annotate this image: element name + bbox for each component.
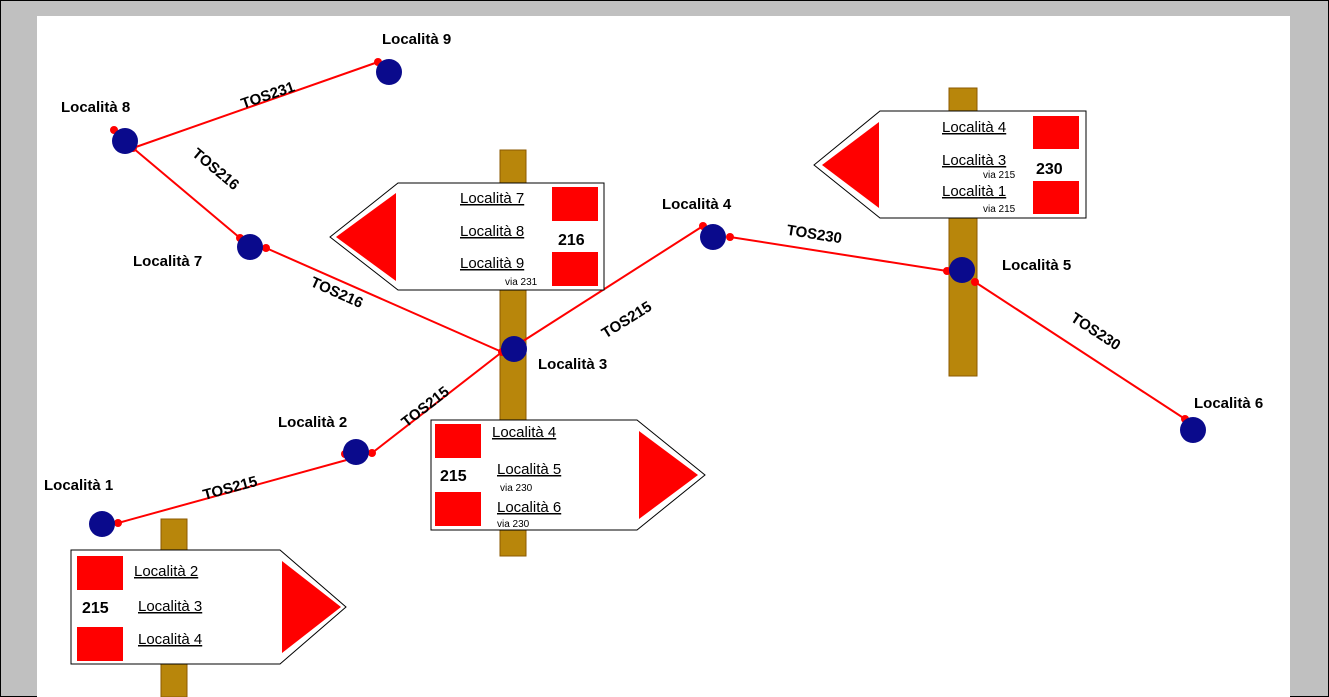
sign-board: [70, 549, 347, 665]
sign-destination[interactable]: Località 8: [460, 223, 524, 240]
link-endpoint: [726, 233, 734, 241]
red-marker: [1033, 181, 1079, 214]
road-link-1-2: [117, 452, 373, 524]
link-endpoint: [971, 278, 979, 286]
sign-road-number: 215: [82, 600, 109, 617]
location-label-9: Località 9: [382, 31, 451, 48]
red-marker: [435, 424, 481, 458]
location-node-4[interactable]: [700, 224, 726, 250]
location-node-2[interactable]: [343, 439, 369, 465]
sign-destination[interactable]: Località 4: [492, 424, 556, 441]
sign-road-number: 230: [1036, 161, 1063, 178]
sign-arrow-left: [336, 193, 396, 281]
sign-board: [813, 110, 1087, 219]
sign-destination[interactable]: Località 6: [497, 499, 561, 516]
red-marker: [435, 492, 481, 526]
link-endpoint: [114, 519, 122, 527]
sign-destination[interactable]: Località 7: [460, 190, 524, 207]
sign-arrow-right: [639, 431, 698, 519]
location-label-1: Località 1: [44, 477, 113, 494]
sign-via: via 230: [497, 519, 530, 530]
location-node-7[interactable]: [237, 234, 263, 260]
direction-sign-3-left: Località 7 Località 8 Località 9 via 231…: [329, 182, 605, 291]
sign-via: via 230: [500, 483, 533, 494]
location-label-4: Località 4: [662, 196, 732, 213]
location-label-6: Località 6: [1194, 395, 1263, 412]
road-link-3-4: [519, 225, 704, 344]
location-node-3[interactable]: [501, 336, 527, 362]
road-link-5-6: [974, 281, 1186, 420]
sign-destination[interactable]: Località 5: [497, 461, 561, 478]
sign-road-number: 216: [558, 232, 585, 249]
red-marker: [552, 252, 598, 286]
sign-board: [430, 419, 706, 531]
road-links: [117, 61, 1186, 524]
link-endpoint: [943, 267, 951, 275]
road-label-1-2: TOS215: [201, 473, 259, 504]
sign-arrow-left: [822, 122, 879, 208]
sign-destination[interactable]: Località 3: [942, 152, 1006, 169]
sign-via: via 215: [983, 170, 1016, 181]
link-endpoint: [262, 244, 270, 252]
red-marker: [1033, 116, 1079, 149]
location-node-5[interactable]: [949, 257, 975, 283]
red-marker: [77, 627, 123, 661]
sign-destination[interactable]: Località 2: [134, 563, 198, 580]
direction-sign-5: Località 4 Località 3 via 215 Località 1…: [813, 110, 1087, 219]
sign-destination[interactable]: Località 4: [138, 631, 202, 648]
sign-arrow-right: [282, 561, 341, 653]
red-marker: [552, 187, 598, 221]
direction-sign-1: 215 Località 2 Località 3 Località 4: [70, 549, 347, 665]
location-node-8[interactable]: [112, 128, 138, 154]
location-node-6[interactable]: [1180, 417, 1206, 443]
location-label-5: Località 5: [1002, 257, 1071, 274]
road-link-8-9: [132, 61, 379, 149]
location-nodes: [89, 59, 1206, 537]
road-label-8-7: TOS216: [189, 145, 243, 194]
road-link-8-7: [132, 147, 241, 239]
road-label-8-9: TOS231: [239, 78, 297, 112]
red-marker: [77, 556, 123, 590]
road-label-3-4: TOS215: [599, 298, 655, 342]
sign-destination[interactable]: Località 3: [138, 598, 202, 615]
road-link-4-5: [729, 236, 948, 272]
location-label-3: Località 3: [538, 356, 607, 373]
sign-board: [329, 182, 605, 291]
direction-sign-3-right: 215 Località 4 Località 5 via 230 Locali…: [430, 419, 706, 531]
location-label-8: Località 8: [61, 99, 130, 116]
link-endpoint: [368, 449, 376, 457]
sign-via: via 231: [505, 277, 538, 288]
sign-destination[interactable]: Località 9: [460, 255, 524, 272]
location-label-2: Località 2: [278, 414, 347, 431]
location-node-1[interactable]: [89, 511, 115, 537]
location-label-7: Località 7: [133, 253, 202, 270]
road-link-7-3: [265, 247, 503, 353]
sign-destination[interactable]: Località 1: [942, 183, 1006, 200]
road-link-2-3: [371, 351, 503, 454]
location-node-9[interactable]: [376, 59, 402, 85]
sign-via: via 215: [983, 204, 1016, 215]
road-label-4-5: TOS230: [785, 222, 843, 247]
sign-road-number: 215: [440, 468, 467, 485]
sign-destination[interactable]: Località 4: [942, 119, 1006, 136]
